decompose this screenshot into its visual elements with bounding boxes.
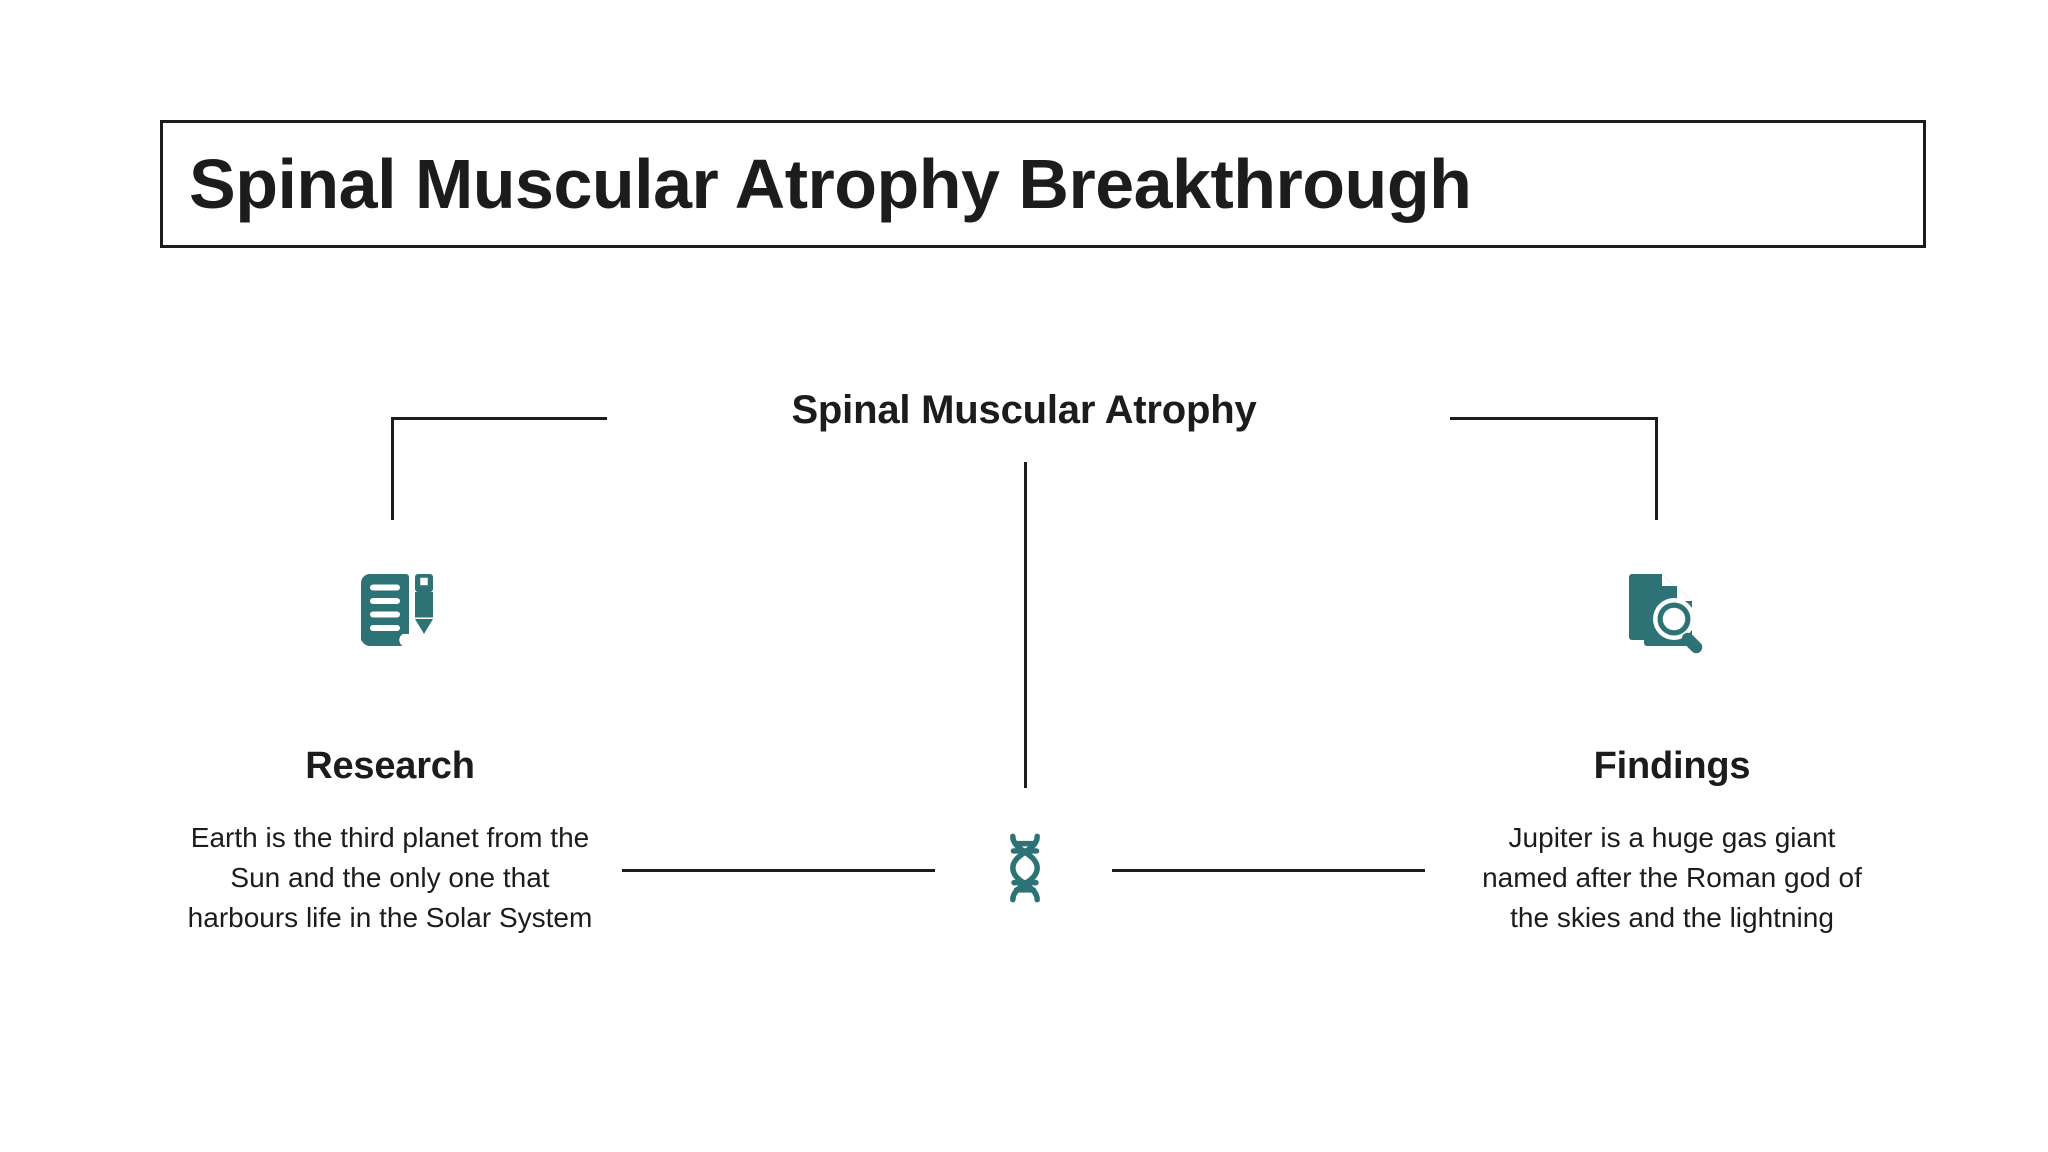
page-title: Spinal Muscular Atrophy Breakthrough — [189, 145, 1472, 223]
connector-right-horizontal — [1450, 417, 1658, 420]
connector-left-horizontal — [391, 417, 607, 420]
connector-center-vertical — [1024, 462, 1027, 788]
dna-icon — [970, 818, 1080, 918]
connector-left-vertical — [391, 417, 394, 520]
document-pencil-icon — [337, 555, 457, 665]
branch-body-research: Earth is the third planet from the Sun a… — [187, 822, 593, 933]
center-node-heading: Spinal Muscular Atrophy — [791, 388, 1257, 432]
title-box: Spinal Muscular Atrophy Breakthrough — [160, 120, 1926, 248]
branch-body-findings: Jupiter is a huge gas giant named after … — [1482, 822, 1862, 933]
document-search-icon — [1608, 555, 1728, 665]
connector-rail-left — [622, 869, 935, 872]
branch-findings: Findings Jupiter is a huge gas giant nam… — [1462, 745, 1882, 937]
connector-right-vertical — [1655, 417, 1658, 520]
connector-rail-right — [1112, 869, 1425, 872]
branch-research: Research Earth is the third planet from … — [180, 745, 600, 937]
branch-heading-research: Research — [305, 745, 475, 787]
branch-heading-findings: Findings — [1593, 745, 1751, 787]
